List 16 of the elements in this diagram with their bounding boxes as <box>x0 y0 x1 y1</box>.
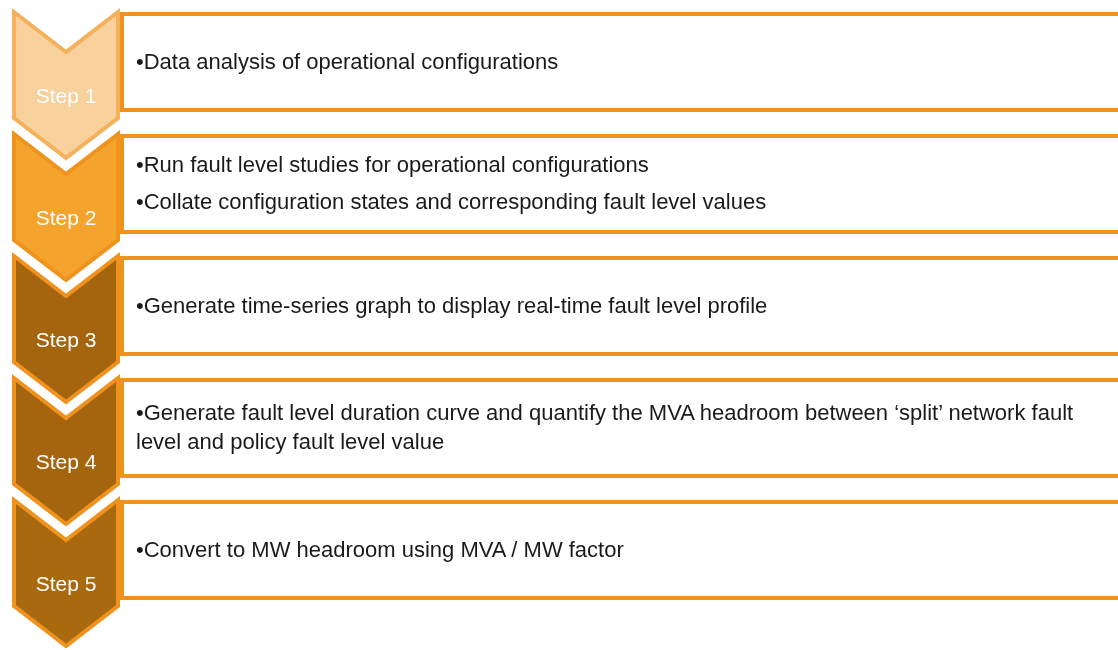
step-box <box>120 500 1118 600</box>
step-box <box>120 256 1118 356</box>
step-label: Step 5 <box>35 572 97 596</box>
step-label: Step 4 <box>35 450 97 474</box>
bullet-text: •Run fault level studies for operational configurations <box>136 151 650 180</box>
step-label: Step 3 <box>35 328 97 352</box>
step-box <box>120 12 1118 112</box>
step-box <box>120 378 1118 478</box>
bullet-text: •Generate time-series graph to display real-time fault level profile <box>136 291 769 320</box>
step-box <box>120 134 1118 234</box>
step-label: Step 1 <box>35 84 97 108</box>
bullet-text: •Convert to MW headroom using MVA / MW factor <box>136 535 625 564</box>
bullet-text: •Data analysis of operational configurations <box>136 47 560 76</box>
bullet-text: •Collate configuration states and corresponding fault level values <box>136 188 768 216</box>
step-label: Step 2 <box>35 206 97 230</box>
bullet-text: •Generate fault level duration curve and quantify the MVA headroom between ‘split’ network fault level and policy fault level value <box>136 399 1075 456</box>
